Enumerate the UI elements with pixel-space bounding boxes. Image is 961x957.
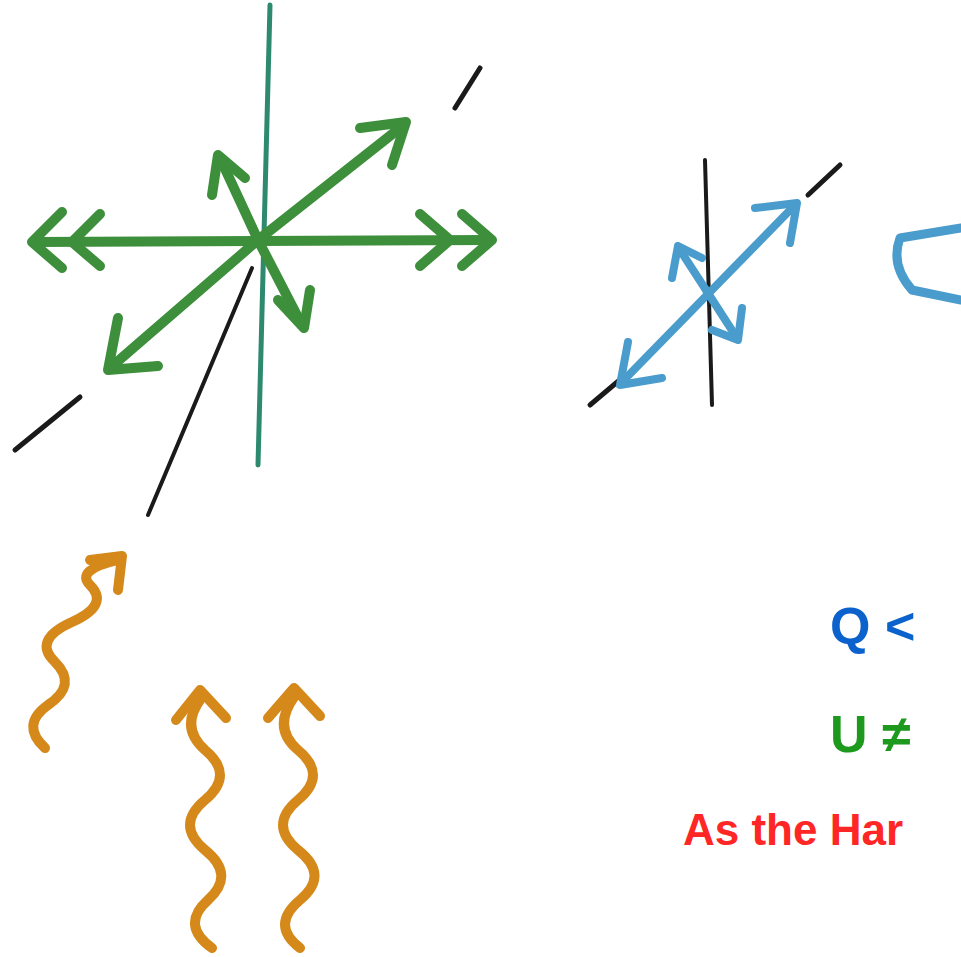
stokes-u-label: U ≠ xyxy=(830,706,911,763)
light-rays xyxy=(33,556,320,948)
vertical-axis xyxy=(705,160,712,405)
red-note: As the Har xyxy=(683,806,903,854)
stokes-q-label: Q < xyxy=(830,598,915,655)
eye-symbol xyxy=(897,228,961,300)
diagonal-axis-end xyxy=(15,397,80,450)
diagonal-axis-end xyxy=(808,165,840,195)
polarized-arrows xyxy=(620,203,797,385)
diagonal-axis-end xyxy=(455,68,480,108)
unpolarized-arrows xyxy=(32,122,492,370)
propagation-axis xyxy=(148,268,252,515)
